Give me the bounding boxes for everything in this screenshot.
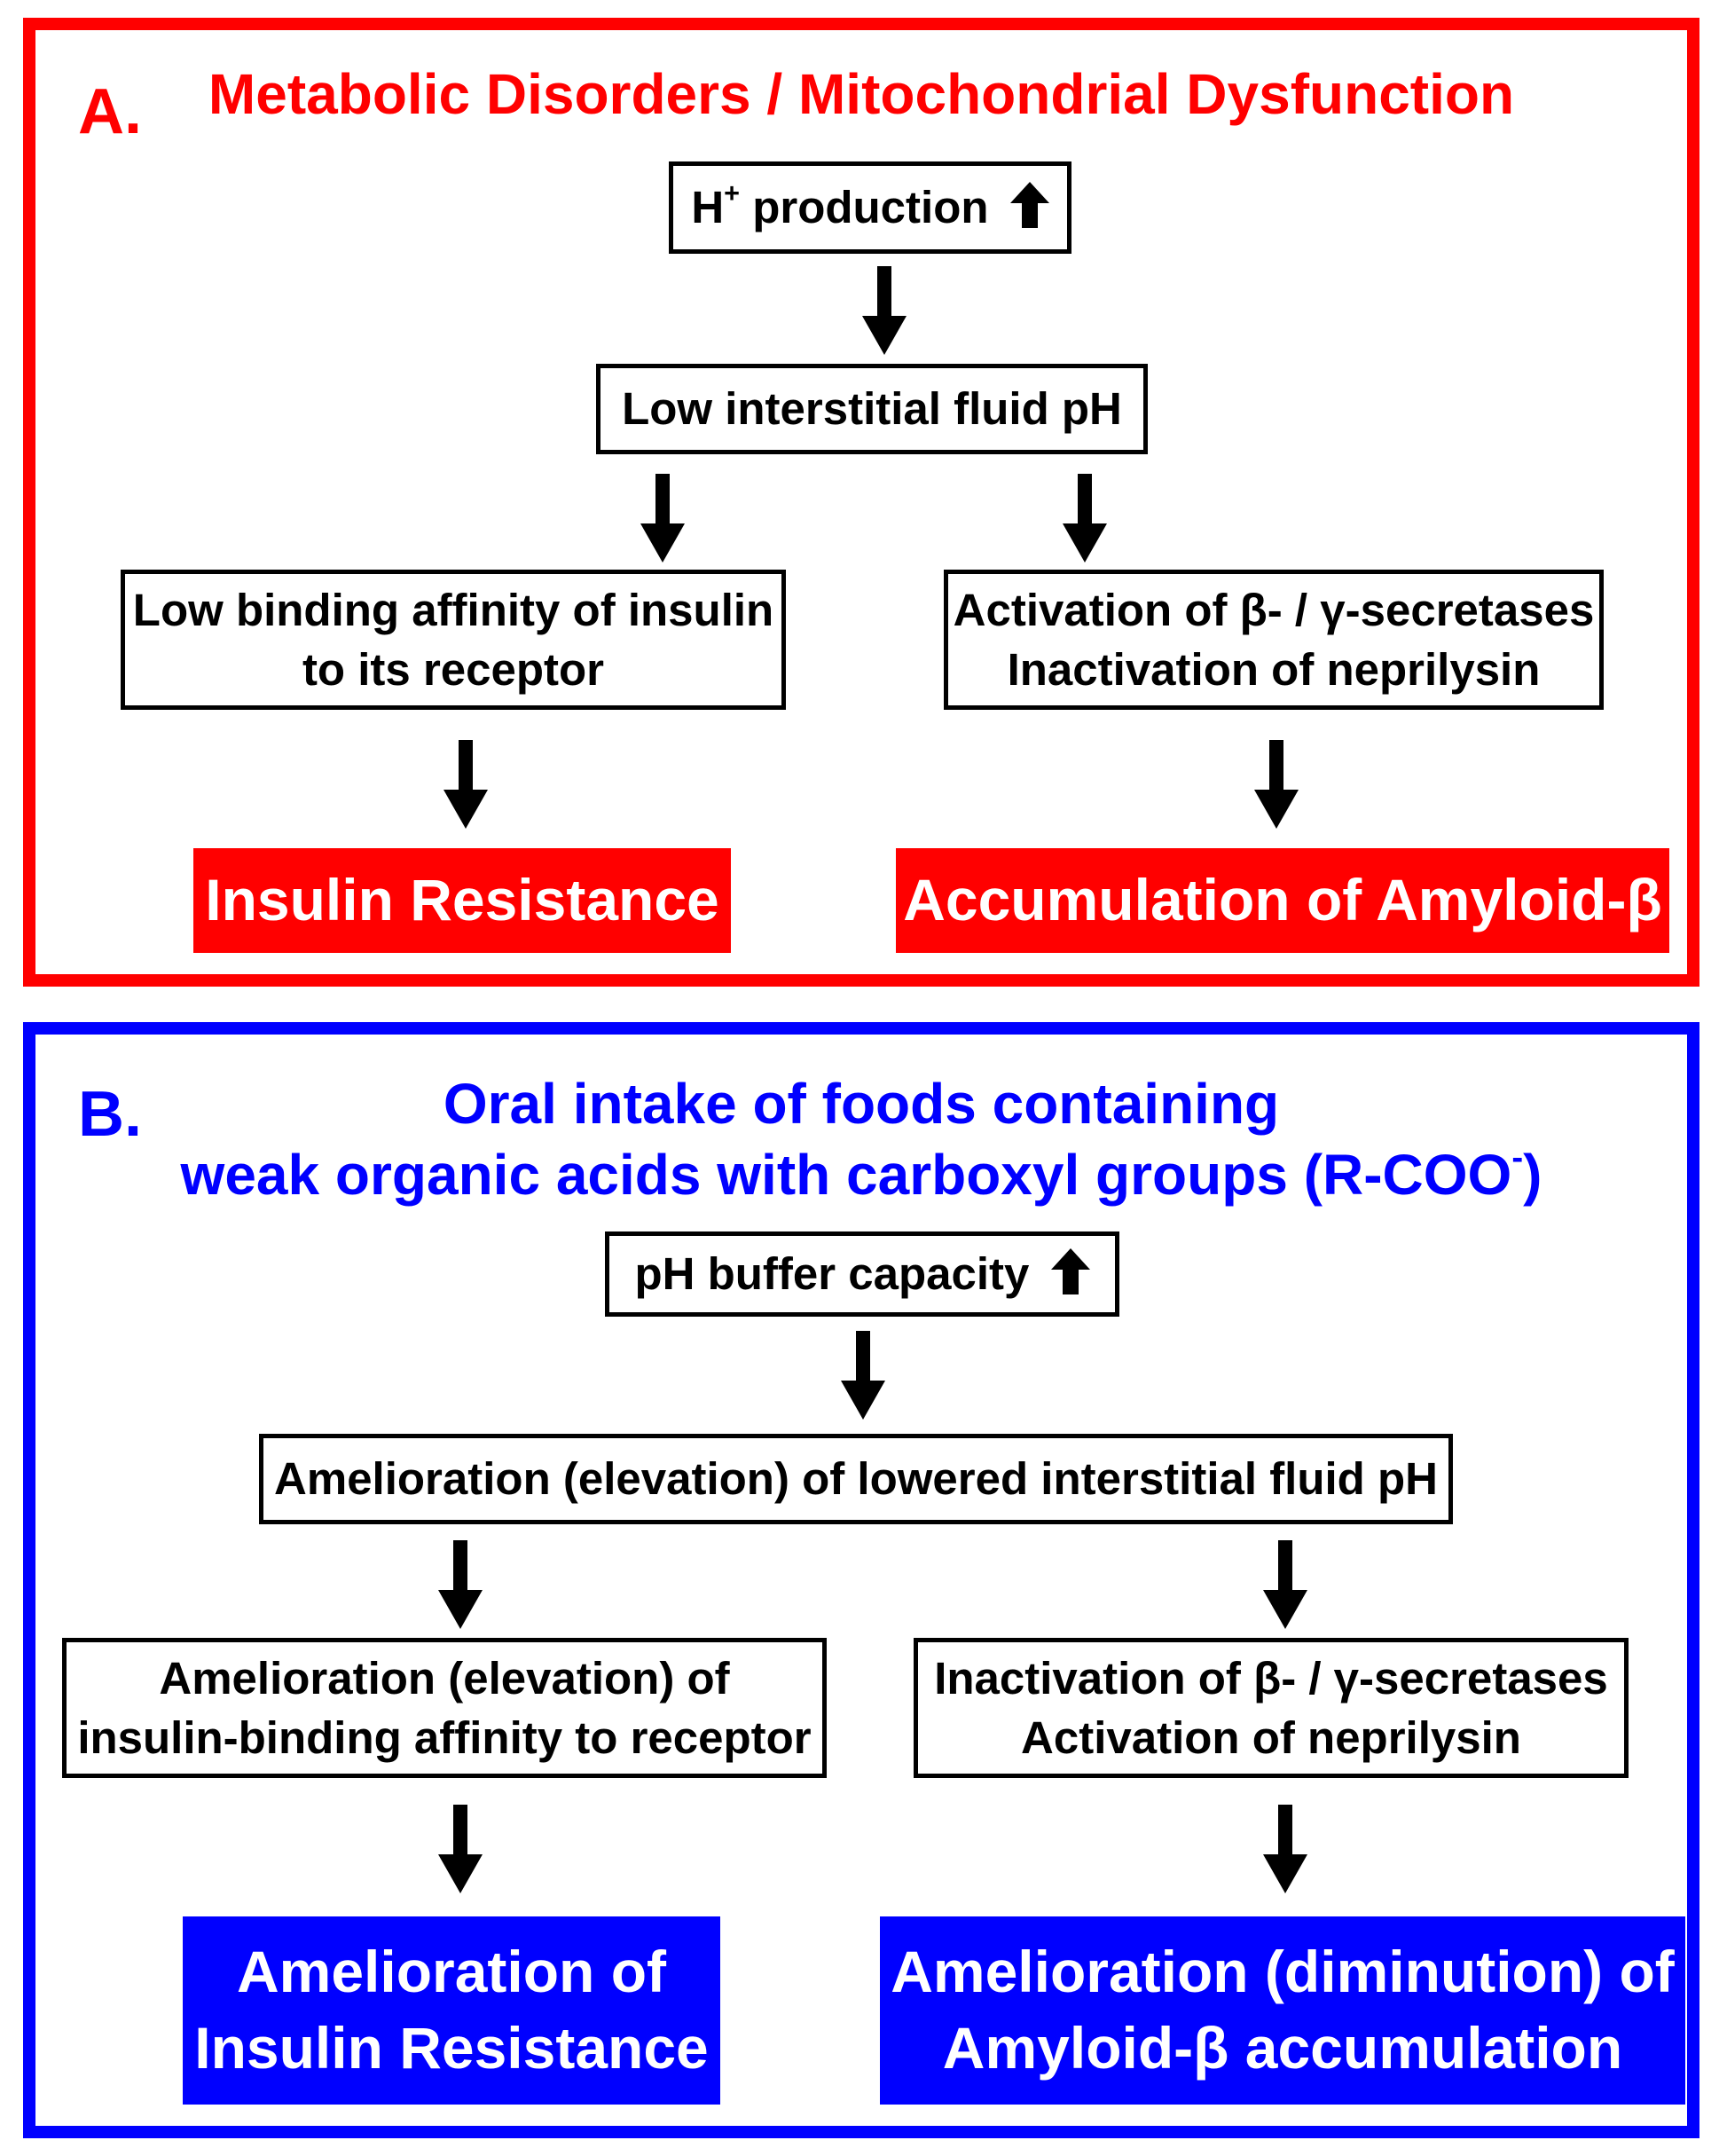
panel-b: B. Oral intake of foods containing weak … <box>23 1022 1699 2138</box>
insulin-binding-line2: insulin-binding affinity to receptor <box>77 1712 812 1763</box>
insulin-affinity-line2: to its receptor <box>302 644 605 695</box>
insulin-binding-box: Amelioration (elevation) of insulin-bind… <box>62 1638 827 1778</box>
panel-b-title-close: ) <box>1523 1143 1542 1207</box>
insulin-resistance-amelioration-outcome: Amelioration of Insulin Resistance <box>183 1916 720 2105</box>
panel-b-title-line2: weak organic acids with carboxyl groups … <box>180 1143 1512 1207</box>
outcome-left-line1: Amelioration of <box>236 1939 666 2005</box>
low-ph-box: Low interstitial fluid pH <box>596 364 1148 454</box>
secretases-line1: Activation of β- / γ-secretases <box>953 584 1595 635</box>
ph-buffer-text: pH buffer capacity <box>634 1248 1030 1300</box>
h-production-text: production <box>740 182 989 233</box>
panel-b-title-line1: Oral intake of foods containing <box>443 1072 1280 1136</box>
h-production-base: H <box>691 182 725 233</box>
arrow-down-icon <box>1063 474 1107 563</box>
ph-buffer-box: pH buffer capacity <box>605 1231 1119 1317</box>
h-production-box: H+ production <box>669 161 1071 254</box>
panel-a-title: Metabolic Disorders / Mitochondrial Dysf… <box>208 62 1515 126</box>
panel-b-label: B. <box>78 1079 142 1150</box>
arrow-up-icon <box>1009 182 1049 229</box>
insulin-resistance-outcome: Insulin Resistance <box>193 848 731 953</box>
arrow-up-icon <box>1050 1248 1090 1295</box>
insulin-binding-line1: Amelioration (elevation) of <box>159 1652 730 1704</box>
panel-b-title: Oral intake of foods containing weak org… <box>35 1068 1687 1210</box>
h-production-sup: + <box>724 178 741 209</box>
secretases-inactivation-line2: Activation of neprilysin <box>1021 1712 1521 1763</box>
arrow-down-icon <box>640 474 685 563</box>
secretases-line2: Inactivation of neprilysin <box>1007 644 1541 695</box>
arrow-down-icon <box>1263 1540 1307 1629</box>
insulin-affinity-box: Low binding affinity of insulin to its r… <box>121 570 786 710</box>
secretases-inactivation-box: Inactivation of β- / γ-secretases Activa… <box>914 1638 1629 1778</box>
arrow-down-icon <box>443 740 488 829</box>
secretases-box: Activation of β- / γ-secretases Inactiva… <box>944 570 1604 710</box>
arrow-down-icon <box>438 1540 483 1629</box>
panel-a: A. Metabolic Disorders / Mitochondrial D… <box>23 18 1699 987</box>
arrow-down-icon <box>438 1805 483 1893</box>
arrow-down-icon <box>1263 1805 1307 1893</box>
insulin-affinity-line1: Low binding affinity of insulin <box>132 584 774 635</box>
arrow-down-icon <box>841 1331 885 1420</box>
panel-b-title-sup: - <box>1511 1138 1524 1177</box>
ameliorated-ph-box: Amelioration (elevation) of lowered inte… <box>259 1434 1453 1524</box>
outcome-right-line1: Amelioration (diminution) of <box>891 1939 1675 2005</box>
secretases-inactivation-line1: Inactivation of β- / γ-secretases <box>934 1652 1608 1704</box>
outcome-right-line2: Amyloid-β accumulation <box>942 2015 1623 2081</box>
amyloid-accumulation-outcome: Accumulation of Amyloid-β <box>896 848 1669 953</box>
outcome-left-line2: Insulin Resistance <box>194 2015 709 2081</box>
panel-a-label: A. <box>78 76 142 147</box>
amyloid-amelioration-outcome: Amelioration (diminution) of Amyloid-β a… <box>880 1916 1685 2105</box>
arrow-down-icon <box>862 266 907 355</box>
arrow-down-icon <box>1254 740 1299 829</box>
